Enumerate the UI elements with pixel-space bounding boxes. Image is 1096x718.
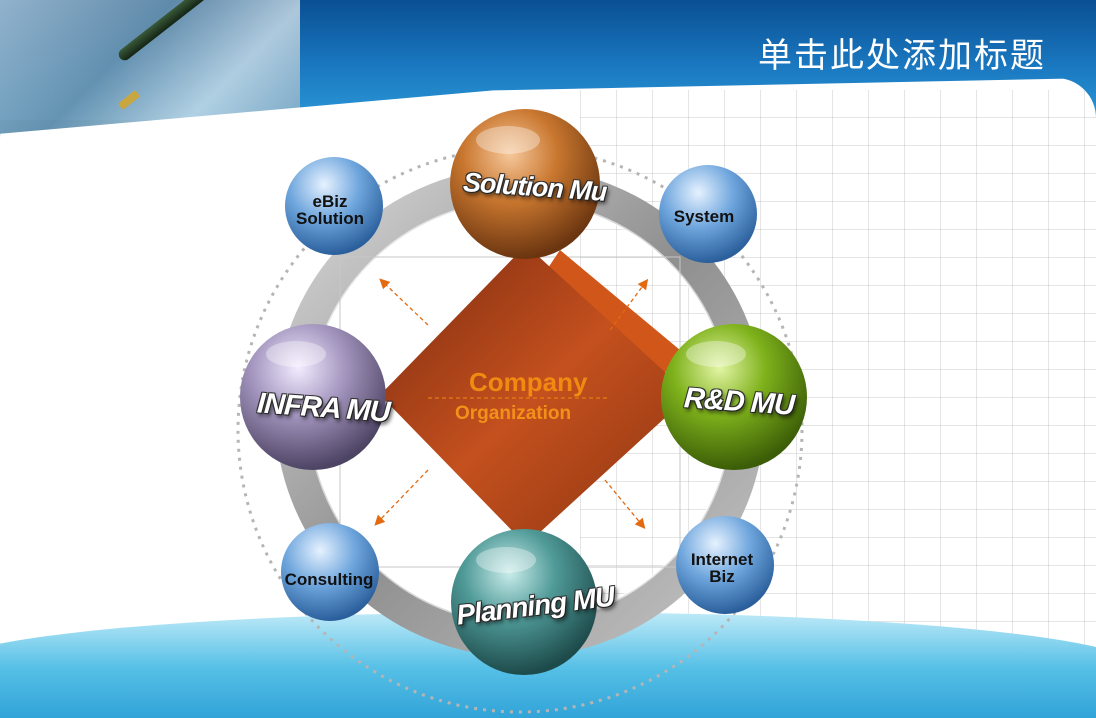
internet-label-line2: Biz	[709, 567, 735, 586]
page-title[interactable]: 单击此处添加标题	[758, 37, 1046, 75]
internet-label: Internet Biz	[680, 551, 764, 585]
sphere-planning[interactable]	[451, 529, 597, 675]
gloss	[266, 341, 326, 367]
gloss	[476, 547, 536, 573]
ebiz-label-line2: Solution	[296, 209, 364, 228]
arrow-up-left	[379, 278, 429, 326]
consulting-label-line1: Consulting	[284, 570, 374, 589]
sphere-consulting[interactable]	[281, 523, 379, 621]
sphere-solution[interactable]	[450, 109, 600, 259]
dotted-ring	[236, 146, 804, 714]
system-label-line1: System	[673, 207, 735, 226]
ebiz-label: eBiz Solution	[292, 193, 368, 227]
diamond-side	[540, 250, 680, 380]
internet-label-line1: Internet	[690, 550, 754, 569]
arrow-up-right	[609, 278, 649, 331]
gloss	[476, 126, 540, 154]
sphere-rd[interactable]	[661, 324, 807, 470]
sphere-infra[interactable]	[240, 324, 386, 470]
arrow-down-left	[374, 469, 429, 526]
center-title: Company	[469, 367, 588, 397]
consulting-label: Consulting	[276, 571, 382, 588]
gloss	[686, 341, 746, 367]
center-diamond	[380, 245, 690, 545]
sphere-internet[interactable]	[676, 516, 774, 614]
sphere-system[interactable]	[659, 165, 757, 263]
ebiz-label-line1: eBiz	[312, 192, 348, 211]
arrow-down-right	[604, 479, 646, 530]
system-label: System	[664, 208, 744, 225]
sphere-ebiz[interactable]	[285, 157, 383, 255]
center-subtitle: Organization	[455, 403, 572, 424]
